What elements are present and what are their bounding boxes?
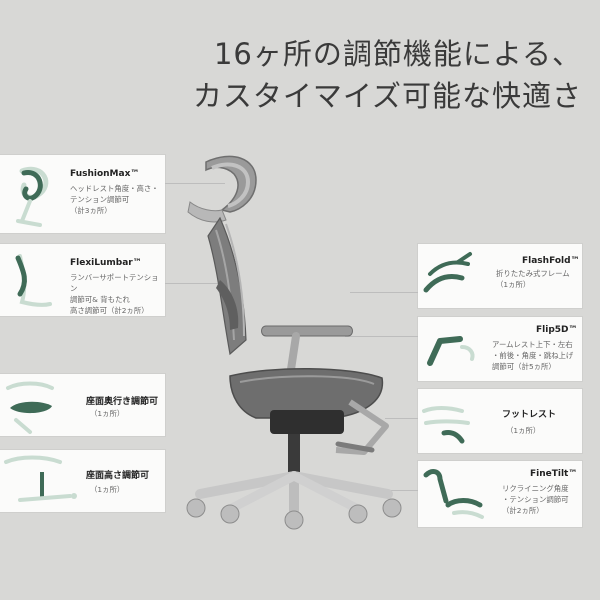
fold-frame-icon (423, 252, 472, 293)
feature-description: アームレスト上下・左右 ・前後・角度・跳ね上げ 調節可（計5ヵ所） (492, 340, 574, 371)
headline-line-2: カスタイマイズ可能な快適さ (192, 79, 582, 113)
feature-description: （1ヵ所） (90, 409, 125, 418)
leader-line (165, 183, 225, 184)
leader-line (350, 292, 418, 293)
leader-line (385, 418, 418, 419)
feature-title: FushionMax™ (70, 169, 140, 179)
leader-line (345, 336, 418, 337)
armrest-icon (427, 336, 475, 366)
headrest-icon (16, 166, 49, 227)
feature-title: Flip5D™ (536, 325, 578, 335)
feature-title: フットレスト (502, 410, 557, 420)
feature-description: 折りたたみ式フレーム （1ヵ所） (496, 269, 570, 289)
feature-card-seat-height: 座面高さ調節可 （1ヵ所） (0, 450, 165, 512)
chair-illustration (186, 155, 402, 530)
footrest-icon (422, 406, 470, 444)
feature-description: リクライニング角度 ・テンション調節可 （計2ヵ所） (502, 484, 569, 515)
feature-card-flashfold: FlashFold™ 折りたたみ式フレーム （1ヵ所） (418, 244, 582, 308)
feature-card-flip5d: Flip5D™ アームレスト上下・左右 ・前後・角度・跳ね上げ 調節可（計5ヵ所… (418, 317, 582, 381)
leader-line (380, 490, 418, 491)
tilt-icon (423, 469, 484, 519)
feature-title: 座面奥行き調節可 (86, 397, 159, 407)
seat-height-icon (4, 455, 77, 502)
seat-depth-icon (6, 381, 54, 434)
feature-card-finetilt: FineTilt™ リクライニング角度 ・テンション調節可 （計2ヵ所） (418, 461, 582, 527)
feature-card-seat-depth: 座面奥行き調節可 （1ヵ所） (0, 374, 165, 436)
feature-title: 座面高さ調節可 (86, 471, 150, 481)
feature-description: ランバーサポートテンション 調節可& 背もたれ 高さ調節可（計2ヵ所） (70, 273, 159, 315)
lumbar-icon (15, 254, 52, 307)
feature-description: （1ヵ所） (90, 485, 125, 494)
headline: 16ヶ所の調節機能による、 カスタイマイズ可能な快適さ (162, 34, 582, 118)
feature-card-fushionmax: FushionMax™ ヘッドレスト角度・高さ・ テンション調節可 （計3ヵ所） (0, 155, 165, 233)
feature-title: FlexiLumbar™ (70, 258, 142, 268)
feature-description: （1ヵ所） (506, 426, 541, 435)
feature-title: FineTilt™ (530, 469, 578, 479)
feature-description: ヘッドレスト角度・高さ・ テンション調節可 （計3ヵ所） (70, 184, 159, 215)
feature-title: FlashFold™ (522, 256, 580, 266)
headline-line-1: 16ヶ所の調節機能による、 (213, 37, 582, 71)
leader-line (165, 283, 235, 284)
feature-card-footrest: フットレスト （1ヵ所） (418, 389, 582, 453)
feature-card-flexilumbar: FlexiLumbar™ ランバーサポートテンション 調節可& 背もたれ 高さ調… (0, 244, 165, 316)
